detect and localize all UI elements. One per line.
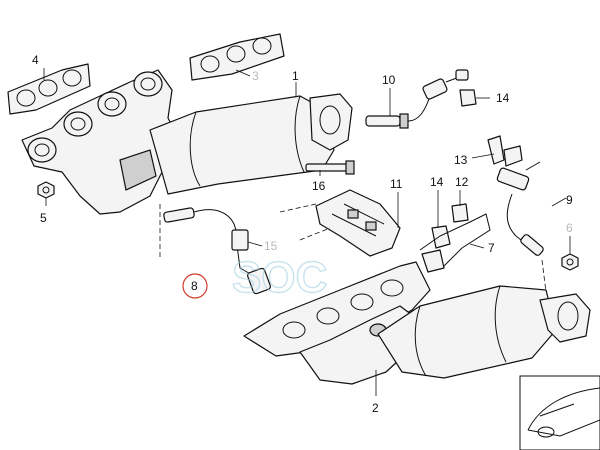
assembly-line-11 bbox=[279, 203, 331, 241]
clip-14-lower bbox=[431, 225, 451, 249]
clip-12 bbox=[451, 203, 469, 223]
callout-6: 6 bbox=[566, 221, 573, 235]
callout-12: 12 bbox=[455, 175, 469, 189]
callout-3: 3 bbox=[252, 69, 259, 83]
callout-5: 5 bbox=[40, 211, 47, 225]
callout-8-highlight: 8 bbox=[182, 273, 208, 299]
leader-13 bbox=[471, 153, 495, 159]
upper-exhaust-manifold-catalytic-converter bbox=[21, 69, 353, 215]
oxygen-sensor-8 bbox=[163, 207, 271, 295]
bracket-11 bbox=[315, 189, 401, 257]
callout-10: 10 bbox=[382, 73, 396, 87]
nut-5 bbox=[37, 181, 55, 199]
callout-11: 11 bbox=[390, 177, 403, 191]
callout-16: 16 bbox=[312, 179, 326, 193]
oxygen-sensor-9 bbox=[496, 161, 544, 256]
callout-4: 4 bbox=[32, 53, 39, 67]
bracket-7 bbox=[419, 213, 491, 273]
assembly-line-9 bbox=[541, 259, 547, 293]
clip-13 bbox=[487, 135, 523, 167]
manifold-gasket-right bbox=[189, 33, 285, 81]
manifold-gasket-left bbox=[7, 63, 91, 115]
vehicle-thumbnail bbox=[519, 375, 600, 450]
nut-6 bbox=[561, 253, 579, 271]
watermark-text: SOC bbox=[232, 253, 327, 302]
callout-7: 7 bbox=[488, 241, 495, 255]
callout-14-upper: 14 bbox=[496, 91, 510, 105]
leader-7 bbox=[469, 243, 485, 249]
leader-9 bbox=[551, 197, 567, 207]
callout-8: 8 bbox=[191, 279, 198, 293]
leader-3 bbox=[235, 69, 251, 77]
callout-14-lower: 14 bbox=[430, 175, 444, 189]
callout-9: 9 bbox=[566, 193, 573, 207]
lower-exhaust-manifold-catalytic-converter bbox=[243, 261, 591, 385]
callout-13: 13 bbox=[454, 153, 468, 167]
callout-15: 15 bbox=[264, 239, 278, 253]
leader-15 bbox=[247, 241, 263, 247]
oxygen-sensor-10 bbox=[365, 69, 469, 129]
callout-2: 2 bbox=[372, 401, 379, 415]
bolt-16 bbox=[305, 160, 355, 175]
clip-14-upper bbox=[459, 89, 477, 107]
callout-1: 1 bbox=[292, 69, 299, 83]
